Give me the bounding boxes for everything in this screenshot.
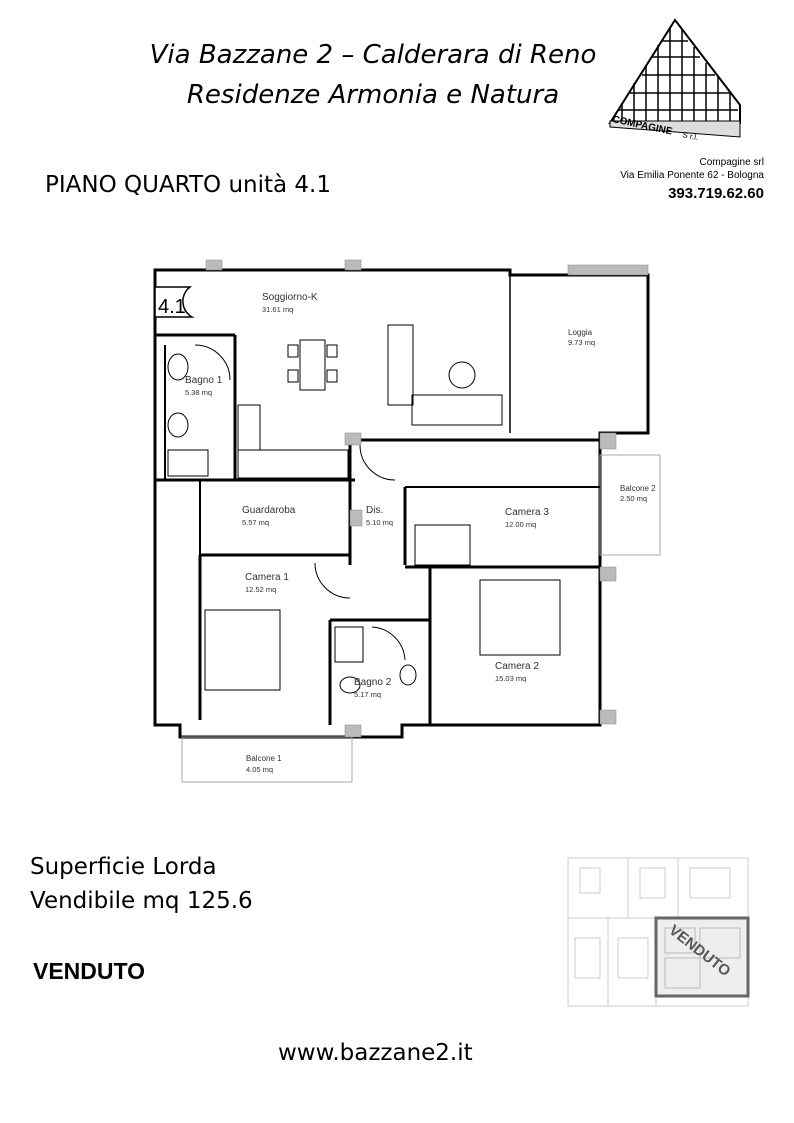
- logo-text: COMPAGINE: [611, 114, 673, 137]
- sale-status: VENDUTO: [33, 958, 146, 984]
- unit-badge: 4.1: [158, 296, 186, 318]
- room-camera2-area: 15.03 mq: [495, 674, 526, 683]
- room-camera3-name: Camera 3: [505, 507, 549, 518]
- room-camera3-area: 12.00 mq: [505, 520, 536, 529]
- company-name: Compagine srl: [699, 157, 764, 168]
- surface-line2: Vendibile mq 125.6: [30, 888, 253, 914]
- room-camera2-name: Camera 2: [495, 661, 539, 672]
- room-balcone2-name: Balcone 2: [620, 484, 656, 493]
- room-camera1-name: Camera 1: [245, 572, 289, 583]
- room-dis-name: Dis.: [366, 505, 383, 516]
- room-bagno2-name: Bagno 2: [354, 677, 392, 688]
- room-bagno2-area: 5.17 mq: [354, 690, 381, 699]
- logo-suffix: S r.l.: [682, 130, 700, 142]
- room-soggiorno-area: 31.61 mq: [262, 305, 293, 314]
- surface-line1: Superficie Lorda: [30, 854, 217, 880]
- room-soggiorno-name: Soggiorno-K: [262, 292, 318, 303]
- room-bagno1-area: 5.38 mq: [185, 388, 212, 397]
- room-balcone2-area: 2.50 mq: [620, 494, 647, 503]
- key-plan: VENDUTO: [567, 857, 750, 1007]
- room-bagno1-name: Bagno 1: [185, 375, 223, 386]
- project-title-line2: Residenze Armonia e Natura: [186, 80, 560, 110]
- room-guardaroba-area: 5.57 mq: [242, 518, 269, 527]
- room-guardaroba-name: Guardaroba: [242, 505, 296, 516]
- company-address: Via Emilia Ponente 62 - Bologna: [620, 170, 764, 181]
- surface-info: Superficie Lorda Vendibile mq 125.6: [30, 850, 253, 918]
- room-loggia-area: 9.73 mq: [568, 338, 595, 347]
- floor-label: PIANO QUARTO unità 4.1: [45, 172, 331, 198]
- floor-plan: 4.1 Soggiorno-K 31.61 mq Loggia 9.73 mq …: [153, 259, 661, 783]
- company-phone: 393.719.62.60: [668, 185, 764, 202]
- website-link[interactable]: www.bazzane2.it: [278, 1040, 473, 1066]
- room-dis-area: 5.10 mq: [366, 518, 393, 527]
- room-loggia-name: Loggia: [568, 328, 593, 337]
- room-balcone1-name: Balcone 1: [246, 754, 282, 763]
- project-title-line1: Via Bazzane 2 – Calderara di Reno: [149, 40, 597, 70]
- company-logo: COMPAGINE S r.l.: [608, 18, 741, 142]
- room-camera1-area: 12.52 mq: [245, 585, 276, 594]
- room-balcone1-area: 4.05 mq: [246, 765, 273, 774]
